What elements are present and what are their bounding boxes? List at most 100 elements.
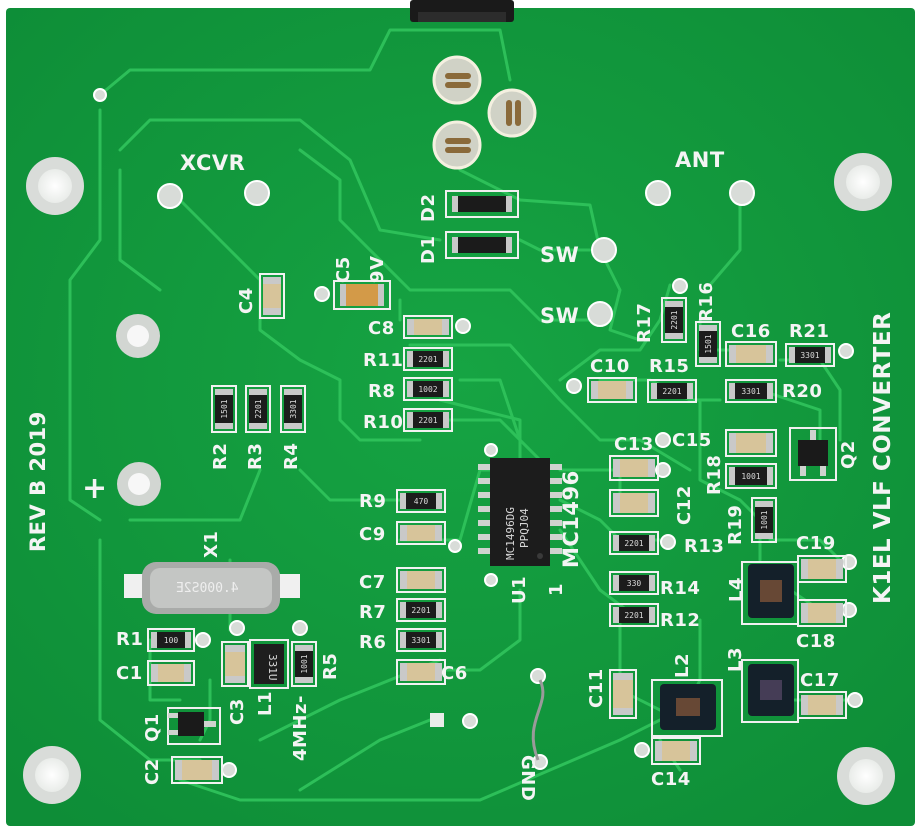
resistor-r8: 1002: [403, 377, 453, 401]
ref-l4: L4: [726, 577, 747, 602]
label-gnd: GND: [517, 755, 538, 802]
ref-c14: C14: [651, 769, 691, 790]
resistor-r21: 3301: [785, 343, 835, 367]
resistor-r7: 2201: [396, 598, 446, 622]
board-title: K1EL VLF CONVERTER: [870, 311, 896, 604]
ref-r20: R20: [782, 381, 823, 402]
resistor-marking-r11: 2201: [418, 355, 437, 364]
resistor-marking-r18: 1001: [741, 472, 760, 481]
wire-terminals: [432, 55, 545, 761]
resistor-marking-r20: 3301: [741, 387, 760, 396]
ref-c3: C3: [227, 698, 248, 725]
label-sw-1: SW: [540, 243, 580, 267]
label-ant: ANT: [675, 148, 725, 172]
ref-r10: R10: [363, 412, 404, 433]
capacitor-c14: [651, 737, 701, 765]
ref-r5: R5: [320, 652, 341, 680]
resistor-r14: 330: [609, 571, 659, 595]
capacitor-c13: [609, 455, 659, 481]
resistor-r12: 2201: [609, 603, 659, 627]
ref-r11: R11: [363, 350, 404, 371]
ref-c11: C11: [586, 668, 607, 708]
capacitor-c1: [147, 660, 195, 686]
resistor-marking-r16: 1501: [704, 334, 713, 353]
inductor-l1: [254, 644, 284, 684]
resistor-marking-r4: 3301: [289, 399, 298, 418]
ref-r6: R6: [359, 632, 387, 653]
label-ic-part: MC1496: [559, 470, 583, 568]
ref-c19: C19: [796, 533, 836, 554]
ref-c1: C1: [116, 663, 143, 684]
capacitor-c12: [609, 489, 659, 517]
ref-c9: C9: [359, 524, 386, 545]
resistor-r19: 1001: [751, 497, 777, 543]
ref-c18: C18: [796, 631, 836, 652]
resistor-marking-r9: 470: [414, 497, 429, 506]
inductor-marking: 331U: [266, 654, 279, 681]
board-revision: REV B 2019: [26, 411, 50, 552]
ref-c10: C10: [590, 356, 630, 377]
ref-c17: C17: [800, 670, 840, 691]
resistor-marking-r3: 2201: [254, 399, 263, 418]
ref-c4: C4: [236, 287, 257, 314]
capacitor-c15: [725, 429, 777, 457]
crystal-marking: 4.000S2E: [176, 581, 239, 596]
label-plus: +: [82, 471, 108, 506]
resistor-marking-r1: 100: [164, 636, 179, 645]
capacitor-c11: [609, 669, 637, 719]
resistor-r16: 1501: [695, 321, 721, 367]
smd-components: 2201 1002 2201 1501 2201 3301 470 2201 3301 100 10…: [147, 273, 847, 784]
capacitor-c4: [259, 273, 285, 319]
label-4mhz: 4MHz-: [290, 695, 311, 761]
ref-l3: L3: [725, 647, 746, 672]
capacitor-c17: [797, 691, 847, 719]
resistor-marking-r7: 2201: [411, 606, 430, 615]
ref-r17: R17: [634, 302, 655, 343]
resistor-r20: 3301: [725, 379, 777, 403]
label-xcvr: XCVR: [180, 151, 246, 175]
resistor-r15: 2201: [647, 379, 697, 403]
ref-c7: C7: [359, 572, 386, 593]
ref-r4: R4: [281, 442, 302, 470]
resistor-r4: 3301: [280, 385, 306, 433]
capacitor-c3: [221, 641, 249, 687]
crystal-x1: [124, 562, 300, 614]
resistor-r11: 2201: [403, 347, 453, 371]
resistor-r18: 1001: [725, 463, 777, 489]
square-pad: [430, 713, 444, 727]
resistor-marking-r2: 1501: [220, 399, 229, 418]
ref-q1: Q1: [142, 713, 163, 742]
ref-r14: R14: [660, 578, 701, 599]
resistor-r13: 2201: [609, 531, 659, 555]
capacitor-c6: [396, 659, 446, 685]
label-x1: X1: [201, 530, 222, 558]
resistor-r17: 2201: [661, 297, 687, 343]
resistor-marking-r15: 2201: [662, 387, 681, 396]
capacitor-c8: [403, 315, 453, 339]
ref-r9: R9: [359, 491, 387, 512]
ref-l2: L2: [672, 653, 693, 678]
resistor-marking-r12: 2201: [624, 611, 643, 620]
ref-r21: R21: [789, 321, 830, 342]
ref-c5: C5: [333, 256, 354, 283]
label-9v: 9V: [367, 255, 388, 283]
diodes: [445, 190, 519, 259]
resistor-r10: 2201: [403, 408, 453, 432]
resistor-marking-r8: 1002: [418, 385, 437, 394]
resistor-r3: 2201: [245, 385, 271, 433]
capacitor-c10: [587, 377, 637, 403]
ref-c12: C12: [674, 485, 695, 525]
ref-r13: R13: [684, 536, 725, 557]
capacitor-c18: [797, 599, 847, 627]
transistors: [167, 427, 837, 745]
ref-l1: L1: [255, 691, 276, 716]
capacitor-c9: [396, 521, 446, 545]
capacitor-c2: [171, 756, 223, 784]
ref-r8: R8: [368, 381, 396, 402]
ref-r18: R18: [704, 454, 725, 495]
mounting-holes: [23, 153, 895, 805]
ic-marking-2: PPQJ04: [518, 508, 531, 548]
resistor-r9: 470: [396, 489, 446, 513]
capacitor-c19: [797, 555, 847, 583]
ref-c15: C15: [672, 430, 712, 451]
